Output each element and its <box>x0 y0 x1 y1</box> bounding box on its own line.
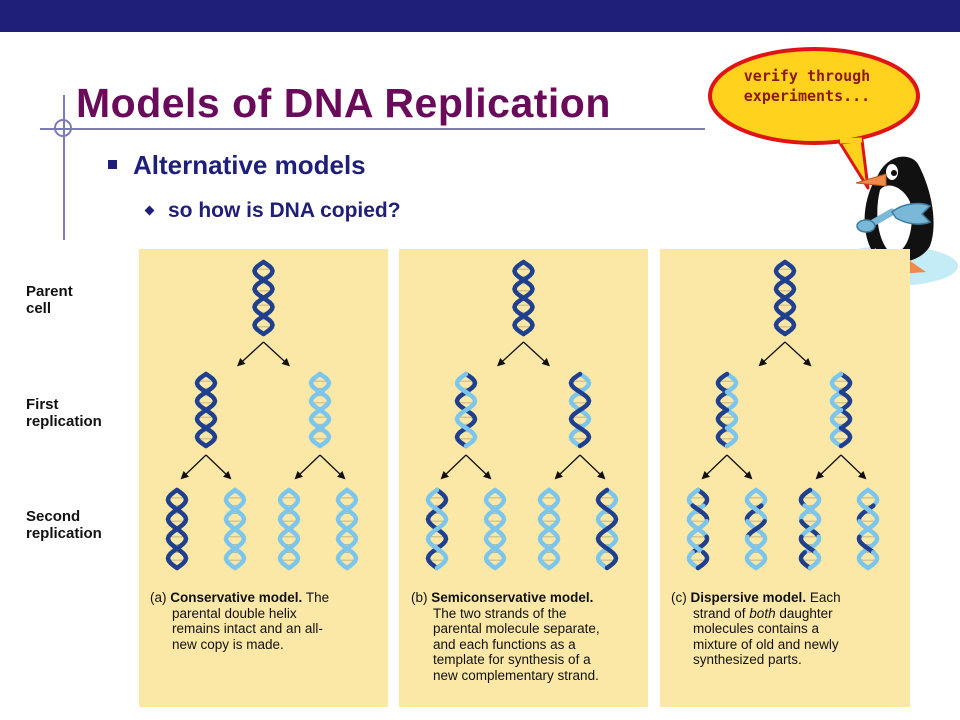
arrow <box>294 454 321 480</box>
caption-c-text-0: Each <box>809 590 841 605</box>
caption-c-text-2: both <box>749 605 776 621</box>
caption-a-text-2: remains intact and an all- <box>172 621 323 636</box>
caption-b-text-1: The two strands of the <box>433 605 567 621</box>
arrow <box>726 454 753 480</box>
row-label-second-line-1: Second <box>26 508 81 525</box>
arrow <box>180 454 207 480</box>
arrow <box>237 341 264 367</box>
penguin-beak <box>855 173 887 187</box>
caption-c-text-3: daughter <box>779 605 833 621</box>
arrow <box>319 454 346 480</box>
row-label-parent-line-2: cell <box>26 300 52 317</box>
penguin-pupil <box>891 170 897 176</box>
speech-bubble <box>708 47 920 190</box>
panel-conservative <box>139 249 388 707</box>
arrow <box>758 341 786 367</box>
caption-b-text-2: parental molecule separate, <box>433 621 600 636</box>
caption-a-line-1: (a) Conservative model. The <box>150 590 382 606</box>
arrow <box>523 341 550 367</box>
arrow <box>263 341 290 367</box>
bullet-1-text: Alternative models <box>133 150 366 180</box>
arrow <box>701 454 728 480</box>
square-bullet-icon <box>108 160 117 169</box>
caption-a-text-0: The <box>305 590 330 605</box>
row-label-second: Second replication <box>26 508 102 542</box>
arrow <box>205 454 232 480</box>
caption-b-text-3: and each functions as a <box>433 636 576 652</box>
crosshair-circle <box>54 119 72 137</box>
caption-c-text-6: synthesized parts. <box>693 652 802 667</box>
caption-c-text-5: mixture of old and newly <box>693 636 839 652</box>
panel-semiconservative <box>399 249 648 707</box>
caption-c-line-2: strand of both daughter <box>671 606 903 622</box>
penguin-belly <box>877 185 912 254</box>
caption-conservative: (a) Conservative model. The parental dou… <box>150 590 382 652</box>
bullet-2-text: so how is DNA copied? <box>168 199 401 222</box>
row-label-first-line-1: First <box>26 396 59 413</box>
row-label-first-line-2: replication <box>26 413 102 430</box>
caption-a-text-3: new copy is made. <box>172 636 284 652</box>
sub-bullet-question: so how is DNA copied? <box>144 199 401 223</box>
caption-c-letter: (c) <box>671 590 687 605</box>
callout-text: verify through experiments... <box>722 66 892 106</box>
callout-line-2: experiments... <box>743 87 871 105</box>
crosshair-vertical <box>63 95 65 240</box>
caption-semiconservative: (b) Semiconservative model. The two stra… <box>411 590 643 683</box>
wrench-head <box>891 202 932 225</box>
caption-a-title: Conservative model. <box>170 590 303 605</box>
slide-title: Models of DNA Replication <box>76 80 611 126</box>
caption-c-title: Dispersive model. <box>690 590 807 605</box>
speech-bubble-body <box>708 47 920 145</box>
arrow <box>579 454 606 480</box>
row-label-parent-line-1: Parent <box>26 283 73 300</box>
row-label-parent: Parent cell <box>26 283 73 317</box>
arrow <box>465 454 492 480</box>
title-rule <box>40 128 705 130</box>
arrow <box>440 454 467 480</box>
caption-a-text-1: parental double helix <box>172 605 297 621</box>
arrow <box>840 454 867 480</box>
caption-c-text-4: molecules contains a <box>693 621 820 636</box>
row-label-first: First replication <box>26 396 102 430</box>
arrow <box>497 341 524 367</box>
arrow <box>784 341 812 367</box>
arrow <box>815 454 842 480</box>
caption-a-letter: (a) <box>150 590 167 605</box>
caption-b-text-5: new complementary strand. <box>433 667 599 683</box>
top-bar <box>0 0 960 32</box>
arrow <box>554 454 581 480</box>
bullet-alternative-models: Alternative models <box>108 150 366 181</box>
callout-line-1: verify through <box>743 67 871 85</box>
caption-b-line-1: (b) Semiconservative model. <box>411 590 643 606</box>
caption-c-line-1: (c) Dispersive model. Each <box>671 590 903 606</box>
row-label-second-line-2: replication <box>26 525 102 542</box>
speech-bubble-joint <box>839 137 863 144</box>
caption-dispersive: (c) Dispersive model. Each strand of bot… <box>671 590 903 668</box>
caption-c-text-1: strand of <box>693 605 746 621</box>
caption-b-letter: (b) <box>411 590 428 605</box>
caption-b-title: Semiconservative model. <box>431 590 594 605</box>
caption-b-text-4: template for synthesis of a <box>433 652 591 667</box>
wrench-end <box>856 219 876 233</box>
